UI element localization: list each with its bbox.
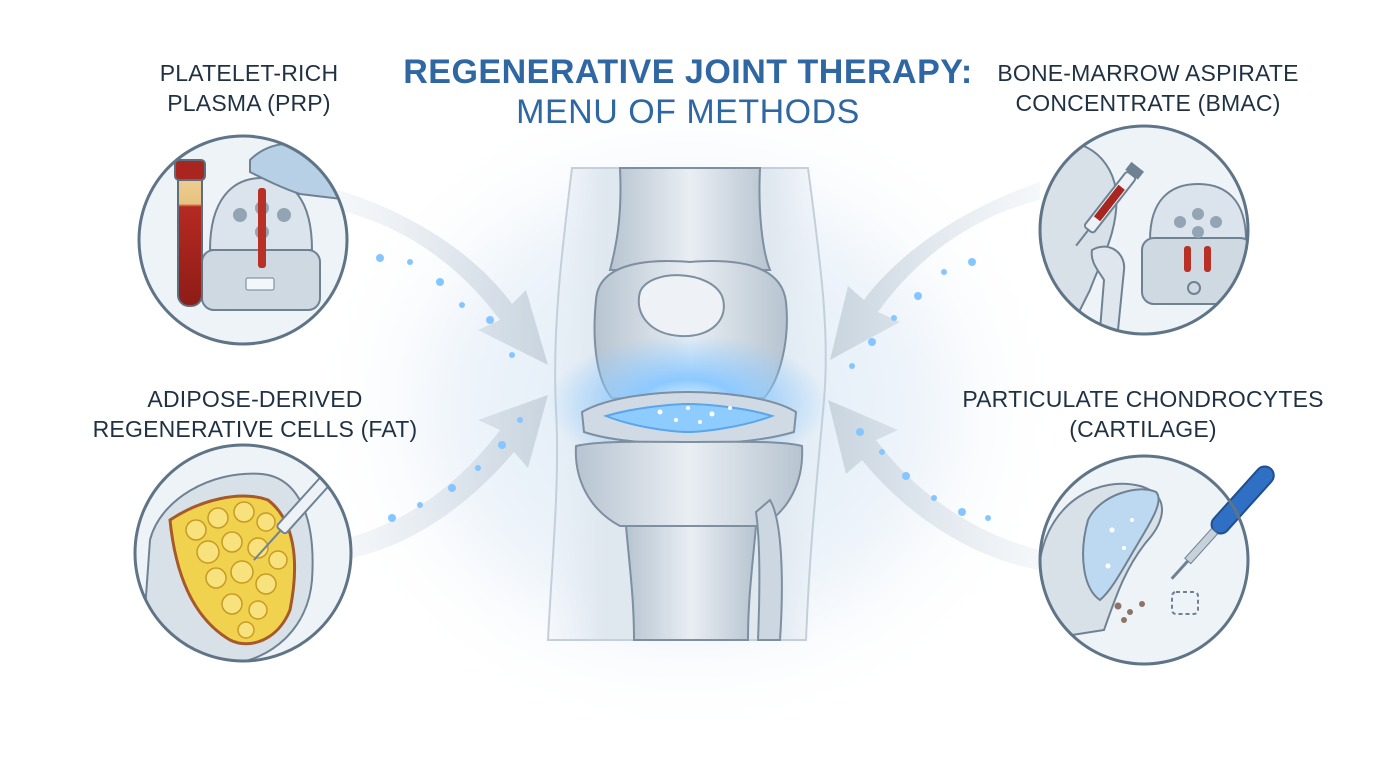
fat-illustration <box>133 443 353 663</box>
knee-joint-illustration <box>546 167 828 641</box>
fat-label: ADIPOSE-DERIVED REGENERATIVE CELLS (FAT) <box>70 384 440 444</box>
arrow-fat <box>340 395 548 560</box>
prp-label: PLATELET-RICH PLASMA (PRP) <box>104 58 394 118</box>
bmac-label-line-2: CONCENTRATE (BMAC) <box>1015 90 1281 116</box>
cartilage-label-line-2: (CARTILAGE) <box>1069 416 1217 442</box>
prp-label-line-1: PLATELET-RICH <box>159 60 339 86</box>
arrow-prp <box>338 190 548 365</box>
bmac-label-line-1: BONE-MARROW ASPIRATE <box>997 60 1299 86</box>
fat-label-line-1: ADIPOSE-DERIVED <box>147 386 363 412</box>
cartilage-illustration <box>1038 454 1275 666</box>
prp-illustration <box>137 134 349 346</box>
cartilage-label-line-1: PARTICULATE CHONDROCYTES <box>962 386 1324 412</box>
diagram-title: REGENERATIVE JOINT THERAPY: MENU OF METH… <box>318 52 1058 132</box>
bmac-illustration <box>1038 124 1250 336</box>
cartilage-label: PARTICULATE CHONDROCYTES (CARTILAGE) <box>948 384 1338 444</box>
fat-label-line-2: REGENERATIVE CELLS (FAT) <box>92 416 418 442</box>
arrow-bmac <box>830 182 1040 360</box>
particle-dots <box>376 254 991 522</box>
prp-label-line-2: PLASMA (PRP) <box>167 90 331 116</box>
bmac-label: BONE-MARROW ASPIRATE CONCENTRATE (BMAC) <box>968 58 1328 118</box>
title-line-2: MENU OF METHODS <box>516 93 860 131</box>
title-line-1: REGENERATIVE JOINT THERAPY: <box>403 53 973 91</box>
arrow-cartilage <box>828 400 1040 570</box>
